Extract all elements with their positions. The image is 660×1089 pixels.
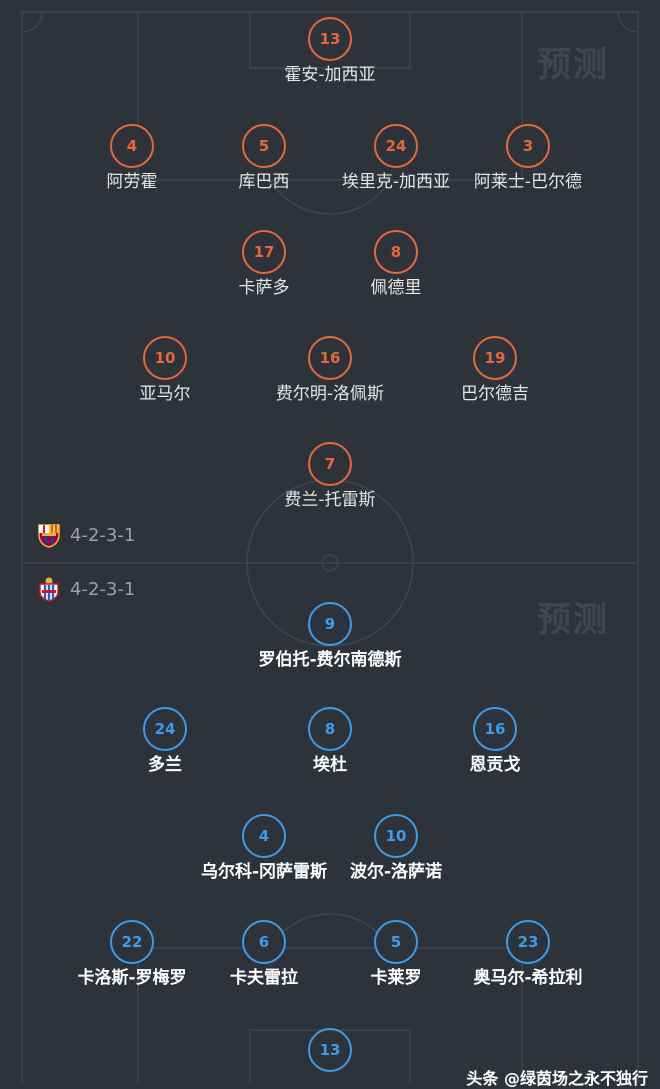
player-name: 阿劳霍 xyxy=(106,172,158,192)
away-player-midfielder[interactable]: 4 乌尔科-冈萨雷斯 xyxy=(174,814,354,883)
home-player-defender[interactable]: 4 阿劳霍 xyxy=(42,124,222,193)
player-number: 23 xyxy=(506,920,550,964)
player-number: 4 xyxy=(110,124,154,168)
home-player-defender[interactable]: 3 阿莱士-巴尔德 xyxy=(438,124,618,193)
player-number: 4 xyxy=(242,814,286,858)
away-player-defender[interactable]: 6 卡夫雷拉 xyxy=(174,920,354,989)
away-player-attacking-mid[interactable]: 8 埃杜 xyxy=(240,707,420,776)
player-number: 5 xyxy=(242,124,286,168)
home-player-striker[interactable]: 7 费兰-托雷斯 xyxy=(240,442,420,511)
home-player-attacking-mid[interactable]: 10 亚马尔 xyxy=(75,336,255,405)
player-name: 费尔明-洛佩斯 xyxy=(275,384,385,404)
player-name: 恩贡戈 xyxy=(469,755,521,775)
player-number: 6 xyxy=(242,920,286,964)
home-player-attacking-mid[interactable]: 19 巴尔德吉 xyxy=(405,336,585,405)
away-player-midfielder[interactable]: 10 波尔-洛萨诺 xyxy=(306,814,486,883)
player-name: 埃里克-加西亚 xyxy=(341,172,451,192)
away-player-defender[interactable]: 23 奥马尔-希拉利 xyxy=(438,920,618,989)
player-number: 3 xyxy=(506,124,550,168)
home-player-goalkeeper[interactable]: 13 霍安-加西亚 xyxy=(240,17,420,86)
formation-label: 4-2-3-1 xyxy=(70,578,136,600)
player-number: 9 xyxy=(308,602,352,646)
player-number: 13 xyxy=(308,1028,352,1072)
player-number: 8 xyxy=(374,230,418,274)
home-player-defender[interactable]: 5 库巴西 xyxy=(174,124,354,193)
home-player-midfielder[interactable]: 17 卡萨多 xyxy=(174,230,354,299)
player-number: 10 xyxy=(374,814,418,858)
formation-label: 4-2-3-1 xyxy=(70,524,136,546)
away-player-striker[interactable]: 9 罗伯托-费尔南德斯 xyxy=(240,602,420,671)
player-name: 佩德里 xyxy=(370,278,422,298)
player-name: 亚马尔 xyxy=(139,384,191,404)
home-player-defender[interactable]: 24 埃里克-加西亚 xyxy=(306,124,486,193)
home-player-midfielder[interactable]: 8 佩德里 xyxy=(306,230,486,299)
away-formation: 4-2-3-1 xyxy=(36,576,135,602)
player-number: 5 xyxy=(374,920,418,964)
player-name: 霍安-加西亚 xyxy=(284,65,376,85)
player-number: 13 xyxy=(308,17,352,61)
player-name: 巴尔德吉 xyxy=(461,384,529,404)
player-number: 24 xyxy=(143,707,187,751)
player-number: 19 xyxy=(473,336,517,380)
player-name: 埃杜 xyxy=(313,755,347,775)
player-number: 17 xyxy=(242,230,286,274)
player-name: 库巴西 xyxy=(238,172,290,192)
player-name: 费兰-托雷斯 xyxy=(284,490,376,510)
home-formation: 4-2-3-1 xyxy=(36,522,135,548)
player-name: 奥马尔-希拉利 xyxy=(473,968,583,988)
away-player-goalkeeper[interactable]: 13 xyxy=(240,1028,420,1075)
away-player-defender[interactable]: 5 卡莱罗 xyxy=(306,920,486,989)
away-player-attacking-mid[interactable]: 16 恩贡戈 xyxy=(405,707,585,776)
player-number: 16 xyxy=(308,336,352,380)
player-number: 10 xyxy=(143,336,187,380)
player-name: 乌尔科-冈萨雷斯 xyxy=(200,862,328,882)
away-player-attacking-mid[interactable]: 24 多兰 xyxy=(75,707,255,776)
source-credit: 头条 @绿茵场之永不独行 xyxy=(466,1069,648,1088)
player-name: 罗伯托-费尔南德斯 xyxy=(258,650,402,670)
barcelona-crest-icon xyxy=(38,524,60,548)
player-number: 7 xyxy=(308,442,352,486)
player-number: 24 xyxy=(374,124,418,168)
player-name: 卡莱罗 xyxy=(370,968,422,988)
player-name: 卡萨多 xyxy=(238,278,290,298)
player-name: 卡洛斯-罗梅罗 xyxy=(77,968,187,988)
home-player-attacking-mid[interactable]: 16 费尔明-洛佩斯 xyxy=(240,336,420,405)
player-name: 波尔-洛萨诺 xyxy=(349,862,443,882)
player-name: 阿莱士-巴尔德 xyxy=(473,172,583,192)
player-number: 8 xyxy=(308,707,352,751)
away-player-defender[interactable]: 22 卡洛斯-罗梅罗 xyxy=(42,920,222,989)
player-number: 22 xyxy=(110,920,154,964)
espanyol-crest-icon xyxy=(39,577,59,602)
player-name: 多兰 xyxy=(148,755,182,775)
player-number: 16 xyxy=(473,707,517,751)
watermark: 预测 xyxy=(537,600,609,640)
watermark: 预测 xyxy=(537,45,609,85)
player-name: 卡夫雷拉 xyxy=(230,968,298,988)
